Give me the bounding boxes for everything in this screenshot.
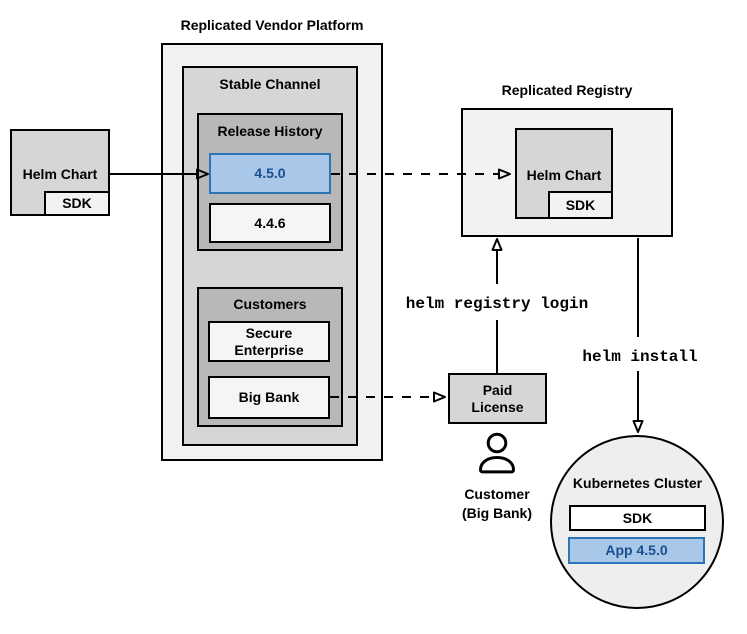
cluster-sdk-box: SDK bbox=[569, 505, 706, 531]
release-version-450-label: 4.5.0 bbox=[254, 165, 286, 181]
helm-registry-login-command: helm registry login bbox=[405, 295, 589, 313]
person-icon bbox=[479, 432, 515, 474]
registry-helm-chart-label: Helm Chart bbox=[526, 167, 602, 183]
registry-title: Replicated Registry bbox=[501, 82, 633, 98]
customer-big-bank: Big Bank bbox=[208, 376, 330, 419]
source-sdk-box: SDK bbox=[44, 191, 110, 216]
paid-license-line1: Paid bbox=[482, 381, 513, 398]
customer-caption-line2: (Big Bank) bbox=[462, 505, 532, 521]
source-helm-chart-label: Helm Chart bbox=[22, 166, 98, 182]
customer-big-bank-label: Big Bank bbox=[238, 389, 300, 405]
cluster-app-box: App 4.5.0 bbox=[568, 537, 705, 564]
customer-secure-enterprise: Secure Enterprise bbox=[208, 321, 330, 362]
paid-license-line2: License bbox=[471, 398, 524, 415]
source-sdk-label: SDK bbox=[62, 195, 92, 211]
cluster-app-label: App 4.5.0 bbox=[605, 542, 668, 558]
registry-sdk-label: SDK bbox=[565, 196, 596, 213]
stable-channel-label: Stable Channel bbox=[219, 76, 321, 92]
customer-caption: Customer (Big Bank) bbox=[442, 485, 552, 523]
cluster-sdk-label: SDK bbox=[622, 509, 653, 526]
kubernetes-cluster-label: Kubernetes Cluster bbox=[572, 475, 703, 491]
platform-title: Replicated Vendor Platform bbox=[180, 17, 364, 33]
customer-caption-line1: Customer bbox=[464, 486, 530, 502]
release-history-label: Release History bbox=[217, 123, 323, 139]
registry-sdk-box: SDK bbox=[548, 191, 613, 219]
release-version-450: 4.5.0 bbox=[209, 153, 331, 194]
customers-label: Customers bbox=[233, 296, 307, 312]
release-version-446-label: 4.4.6 bbox=[254, 214, 286, 231]
paid-license-box: Paid License bbox=[448, 373, 547, 424]
arrow-registry-to-cluster bbox=[632, 238, 644, 433]
helm-install-command: helm install bbox=[582, 348, 698, 366]
customer-secure-enterprise-label: Secure Enterprise bbox=[234, 324, 304, 358]
release-version-446: 4.4.6 bbox=[209, 203, 331, 243]
